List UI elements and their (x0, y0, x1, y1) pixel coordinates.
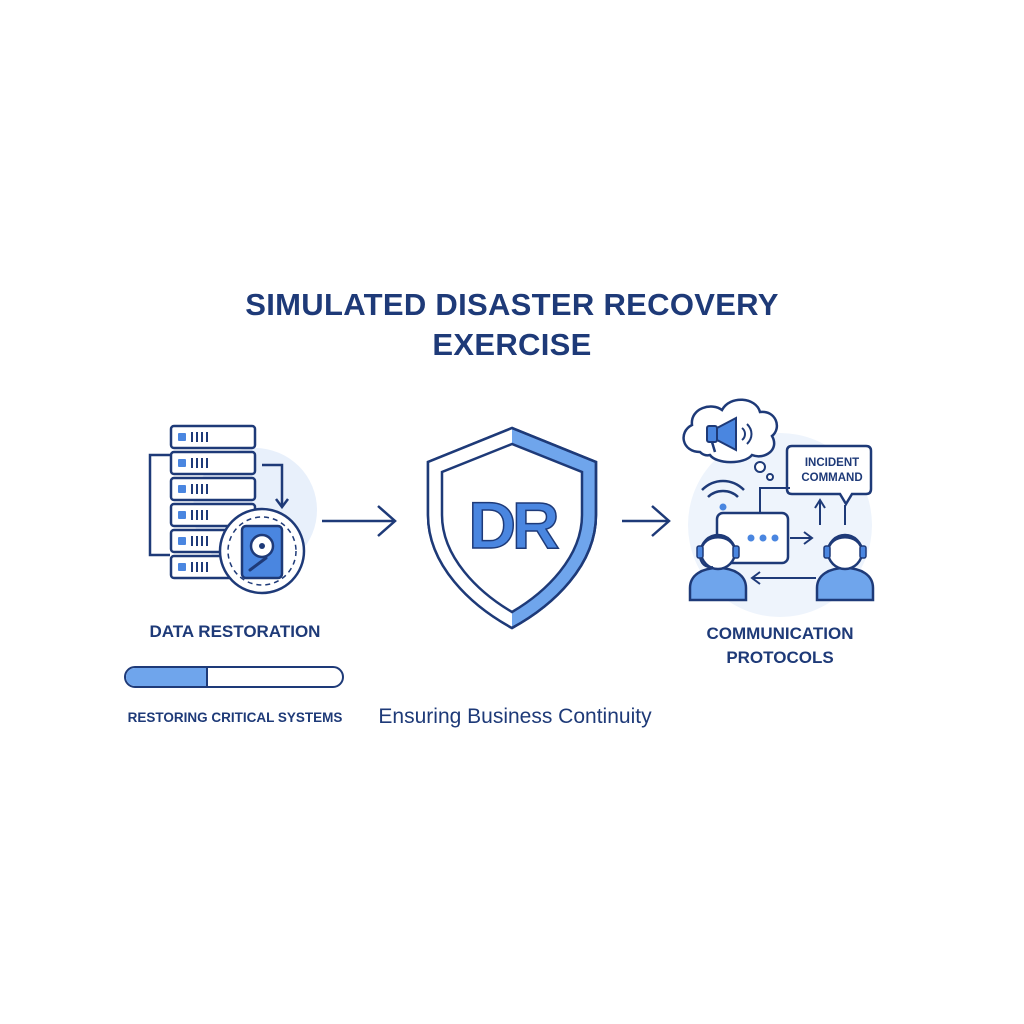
wifi-icon (701, 479, 745, 511)
shield-logo-text: DR (468, 488, 559, 562)
bubble-line-2: COMMAND (801, 472, 863, 484)
headset-agent-icon (688, 533, 748, 602)
arrow-right-icon (622, 505, 671, 537)
person-icon (815, 533, 875, 602)
arrow-right-icon (322, 505, 397, 537)
communication-protocols-label: COMMUNICATION PROTOCOLS (660, 622, 900, 670)
comm-label-line-1: COMMUNICATION (706, 624, 854, 643)
tagline: Ensuring Business Continuity (378, 705, 652, 728)
hard-drive-icon (218, 507, 306, 595)
incident-command-text: INCIDENT COMMAND (790, 456, 874, 486)
restoration-progress-bar (124, 666, 344, 688)
incident-command-bubble (785, 444, 873, 507)
title-line-2: EXERCISE (432, 327, 592, 362)
shield-icon (426, 426, 598, 630)
bubble-line-1: INCIDENT (804, 457, 860, 469)
title-line-1: SIMULATED DISASTER RECOVERY (245, 287, 779, 322)
megaphone-icon (706, 416, 753, 453)
data-restoration-label: DATA RESTORATION (149, 622, 321, 641)
progress-fill (126, 668, 209, 686)
comm-label-line-2: PROTOCOLS (726, 648, 834, 667)
restoration-status-text: RESTORING CRITICAL SYSTEMS (127, 710, 343, 725)
page-title: SIMULATED DISASTER RECOVERY EXERCISE (0, 285, 1024, 365)
